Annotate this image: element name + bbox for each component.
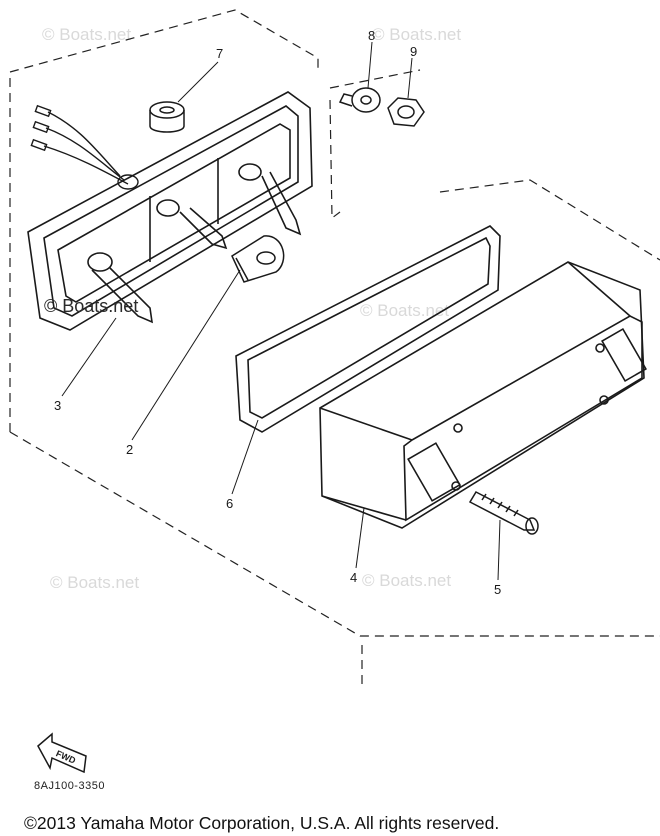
watermark: © Boats.net	[42, 25, 131, 44]
fwd-arrow-icon: FWD	[37, 732, 87, 774]
collar	[338, 87, 381, 113]
wire-harness	[30, 104, 139, 190]
grommet	[149, 101, 185, 133]
leader-lines	[61, 41, 501, 581]
lens	[319, 261, 647, 529]
taillight-housing	[27, 91, 313, 331]
watermark: © Boats.net	[372, 25, 461, 44]
callout-5: 5	[494, 582, 501, 597]
part-code: 8AJ100-3350	[34, 780, 105, 792]
watermark: © Boats.net	[50, 573, 139, 592]
bulb	[231, 235, 285, 283]
watermark: © Boats.net	[360, 301, 449, 320]
watermark: © Boats.net	[362, 571, 451, 590]
watermark: © Boats.net	[44, 296, 138, 316]
callout-numbers: 7 8 9 3 2 6 4 5	[54, 28, 501, 597]
callout-4: 4	[350, 570, 357, 585]
nut	[387, 97, 425, 127]
gasket	[235, 225, 501, 433]
copyright-notice: ©2013 Yamaha Motor Corporation, U.S.A. A…	[24, 813, 500, 833]
assembly-outline	[9, 9, 660, 690]
callout-8: 8	[368, 28, 375, 43]
screw	[468, 491, 539, 535]
callout-2: 2	[126, 442, 133, 457]
callout-3: 3	[54, 398, 61, 413]
callout-9: 9	[410, 44, 417, 59]
callout-7: 7	[216, 46, 223, 61]
callout-6: 6	[226, 496, 233, 511]
